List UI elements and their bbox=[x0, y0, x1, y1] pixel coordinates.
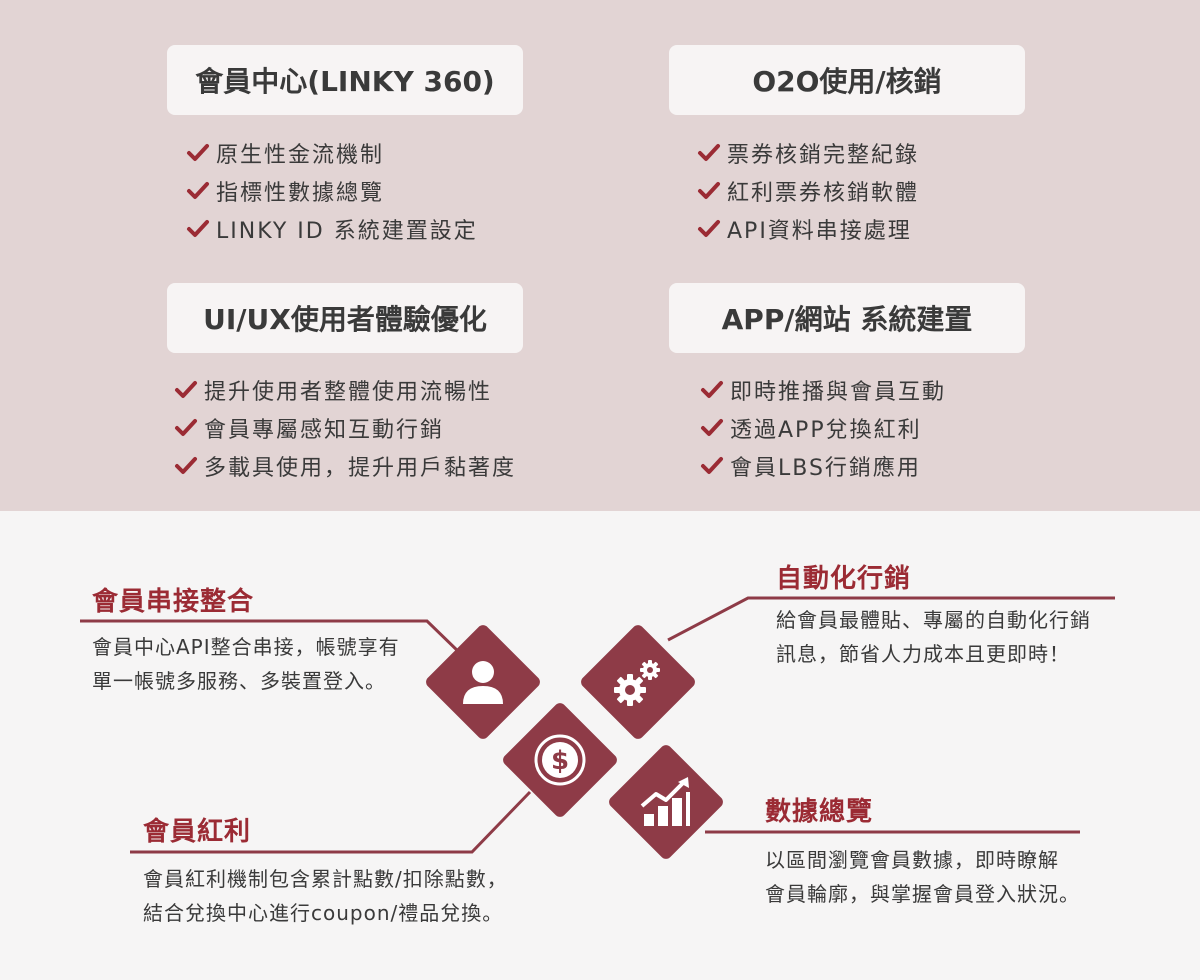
service-title-automation: 自動化行銷 bbox=[776, 564, 912, 594]
list-item: API資料串接處理 bbox=[697, 210, 919, 248]
list-item: 多載具使用，提升用戶黏著度 bbox=[174, 447, 516, 485]
check-icon bbox=[187, 220, 209, 237]
check-icon bbox=[698, 144, 720, 161]
list-item: 紅利票券核銷軟體 bbox=[697, 172, 919, 210]
service-title-rewards: 會員紅利 bbox=[143, 817, 252, 847]
service-desc-integration: 會員中心API整合串接，帳號享有 單一帳號多服務、多裝置登入。 bbox=[92, 635, 400, 693]
feature-card-uiux: UI/UX使用者體驗優化 bbox=[167, 283, 523, 353]
service-desc-rewards: 會員紅利機制包含累計點數/扣除點數， 結合兌換中心進行coupon/禮品兌換。 bbox=[143, 867, 508, 925]
check-icon bbox=[175, 381, 197, 398]
feature-list-uiux: 提升使用者整體使用流暢性 會員專屬感知互動行銷 多載具使用，提升用戶黏著度 bbox=[174, 371, 516, 485]
feature-list-member-center: 原生性金流機制 指標性數據總覽 LINKY ID 系統建置設定 bbox=[186, 134, 478, 248]
feature-title: O2O使用/核銷 bbox=[752, 65, 942, 98]
check-icon bbox=[698, 182, 720, 199]
feature-title: UI/UX使用者體驗優化 bbox=[203, 303, 487, 336]
list-item: 指標性數據總覽 bbox=[186, 172, 478, 210]
connector-automation bbox=[667, 596, 1115, 642]
dollar-icon: $ bbox=[534, 734, 586, 786]
list-item: 會員專屬感知互動行銷 bbox=[174, 409, 516, 447]
service-title-integration: 會員串接整合 bbox=[92, 587, 255, 617]
service-title-analytics: 數據總覽 bbox=[765, 797, 874, 827]
user-icon bbox=[463, 661, 503, 704]
feature-card-o2o: O2O使用/核銷 bbox=[669, 45, 1025, 115]
feature-title: APP/網站 系統建置 bbox=[721, 303, 973, 336]
check-icon bbox=[698, 220, 720, 237]
connector-integration bbox=[80, 619, 464, 657]
feature-card-app-web: APP/網站 系統建置 bbox=[669, 283, 1025, 353]
check-icon bbox=[701, 457, 723, 474]
list-item: LINKY ID 系統建置設定 bbox=[186, 210, 478, 248]
check-icon bbox=[175, 457, 197, 474]
list-item: 票券核銷完整紀錄 bbox=[697, 134, 919, 172]
feature-title: 會員中心(LINKY 360) bbox=[195, 65, 495, 98]
svg-text:$: $ bbox=[551, 746, 569, 776]
gears-icon bbox=[614, 660, 660, 706]
feature-card-member-center: 會員中心(LINKY 360) bbox=[167, 45, 523, 115]
list-item: 會員LBS行銷應用 bbox=[700, 447, 946, 485]
check-icon bbox=[701, 381, 723, 398]
connector-rewards bbox=[130, 790, 532, 854]
check-icon bbox=[187, 182, 209, 199]
check-icon bbox=[187, 144, 209, 161]
feature-list-o2o: 票券核銷完整紀錄 紅利票券核銷軟體 API資料串接處理 bbox=[697, 134, 919, 248]
list-item: 透過APP兌換紅利 bbox=[700, 409, 946, 447]
check-icon bbox=[175, 419, 197, 436]
list-item: 原生性金流機制 bbox=[186, 134, 478, 172]
list-item: 即時推播與會員互動 bbox=[700, 371, 946, 409]
service-desc-automation: 給會員最體貼、專屬的自動化行銷 訊息，節省人力成本且更即時！ bbox=[776, 608, 1091, 666]
list-item: 提升使用者整體使用流暢性 bbox=[174, 371, 516, 409]
check-icon bbox=[701, 419, 723, 436]
growth-chart-icon bbox=[640, 777, 690, 826]
feature-list-app-web: 即時推播與會員互動 透過APP兌換紅利 會員LBS行銷應用 bbox=[700, 371, 946, 485]
service-desc-analytics: 以區間瀏覽會員數據，即時瞭解 會員輪廓，與掌握會員登入狀況。 bbox=[765, 848, 1080, 906]
